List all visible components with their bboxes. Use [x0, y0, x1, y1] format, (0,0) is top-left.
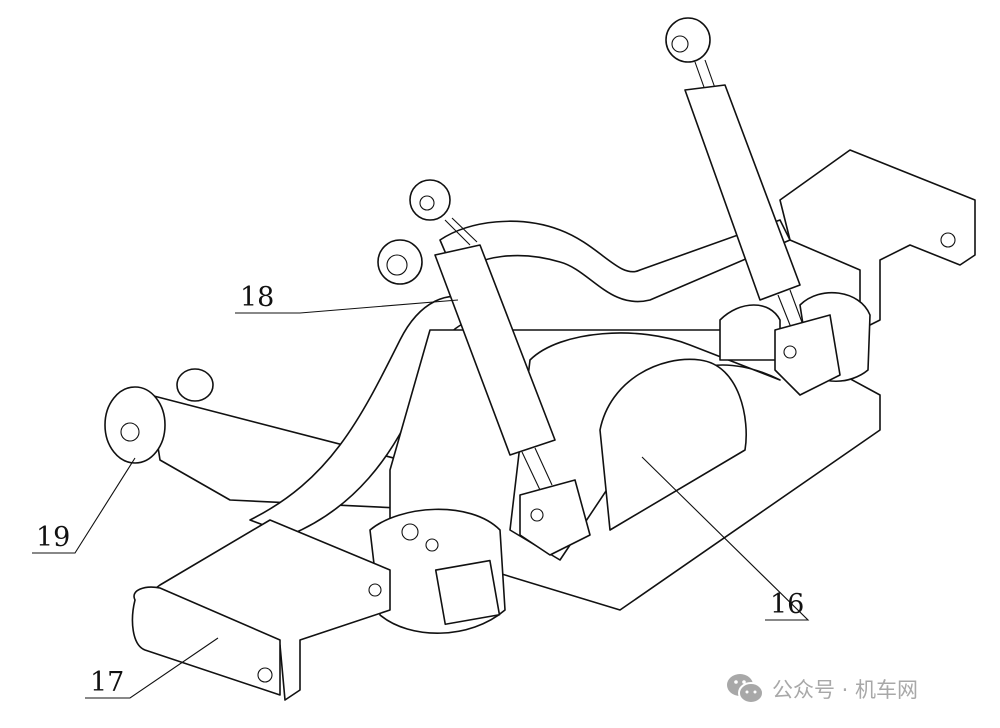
- watermark-text: 公众号 · 机车网: [772, 678, 919, 702]
- upper-tube: [439, 219, 791, 303]
- shock-absorber-right: [665, 17, 841, 396]
- watermark: 公众号 · 机车网: [726, 672, 918, 706]
- callout-16: 16: [770, 589, 805, 620]
- callout-17: 17: [90, 667, 125, 698]
- wechat-icon: [727, 674, 764, 704]
- drive-coupling: [369, 291, 871, 634]
- callout-18: 18: [240, 282, 275, 313]
- callout-19: 19: [36, 522, 71, 553]
- right-bracket: [779, 149, 976, 331]
- shock-absorber-left: [377, 179, 591, 556]
- leader-lines: [32, 299, 810, 699]
- trailing-arm: [104, 368, 441, 511]
- front-bracket: [131, 519, 391, 701]
